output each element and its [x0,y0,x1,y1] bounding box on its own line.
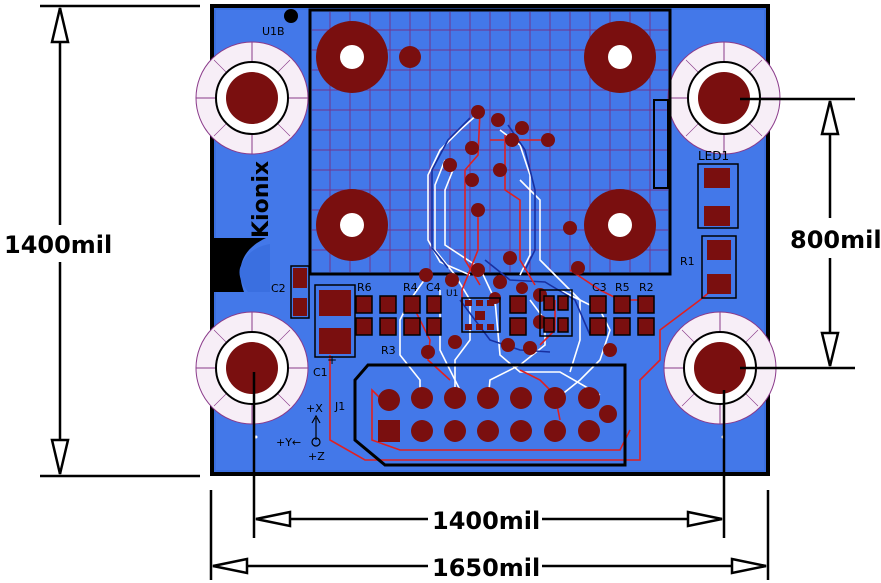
u1-right-pad-b [509,317,527,336]
logo-text: Kionix [249,161,274,238]
c1-plus-icon: + [327,353,337,367]
label-c1: C1 [313,366,328,379]
mounting-hole-top-left [195,41,309,155]
sensor-pad-b [557,295,569,311]
u1b-side-tab [653,99,669,189]
label-j1: J1 [334,400,345,413]
c1-pad-top [319,290,351,316]
label-r1: R1 [680,255,695,268]
r4-pad-b [403,317,421,336]
kionix-logo: Kionix [212,161,274,292]
dim-hole-pitch-vertical-label: 800mil [790,226,881,254]
label-u1b: U1B [262,25,285,38]
u1b-module [284,8,672,276]
dim-height-label: 1400mil [4,231,112,259]
axis-origin [311,414,321,447]
label-c3: C3 [592,281,607,294]
axis-y-label: +Y← [276,436,301,449]
mounting-hole-bottom-right [663,311,777,425]
mounting-hole-bottom-left [195,311,309,425]
u1-ic [461,297,501,333]
sensor-pad-c [543,317,555,333]
r3-pad-a [379,295,397,314]
kionix-swoosh-icon [212,238,266,292]
label-u1: U1 [446,289,458,299]
c2-pad-top [293,268,307,288]
c4-pad-a [426,295,442,314]
label-r2: R2 [639,281,654,294]
pin1-marker [284,9,298,23]
label-r4: R4 [403,281,418,294]
c2-outline [290,265,310,319]
led1-pad-a [704,168,730,188]
sensor-pad-d [557,317,569,333]
r2-pad-b [637,317,655,336]
axis-z-label: +Z [308,450,325,463]
r5-pad-a [613,295,631,314]
c1-outline [314,284,356,358]
r2-pad-a [637,295,655,314]
j1-pins [378,387,617,442]
label-led1: LED1 [698,149,729,163]
u1b-pads [316,21,656,261]
r6-pad-b [355,317,373,336]
sensor-pad-a [543,295,555,311]
u1b-outline [308,8,672,276]
silkscreen-labels: U1B LED1 R1 C2 R6 R4 C4 U1 C3 R5 R2 R3 C… [262,25,729,413]
led1-outline [697,163,739,229]
dim-hole-pitch-horizontal-label: 1400mil [432,507,540,535]
r3-pad-b [379,317,397,336]
r5-pad-b [613,317,631,336]
dim-width-label: 1650mil [432,554,540,582]
label-c4: C4 [426,281,441,294]
label-r5: R5 [615,281,630,294]
smd-components [290,163,739,358]
c1-pad-bottom [319,328,351,354]
vias [419,105,617,359]
sensor-outline [539,289,573,337]
r4-pad-a [403,295,421,314]
u1-right-pad-a [509,295,527,314]
r6-pad-a [355,295,373,314]
j1-connector [353,363,627,467]
led1-pad-b [704,206,730,226]
label-r6: R6 [357,281,372,294]
c4-pad-b [426,317,442,336]
r1-pad-a [707,240,731,260]
c2-pad-bottom [293,298,307,316]
dimension-lines [40,4,855,580]
j1-outline [353,363,627,467]
axis-x-label: +X [306,402,323,415]
c3-pad-a [589,295,607,314]
label-r3: R3 [381,344,396,357]
label-c2: C2 [271,282,286,295]
r1-pad-b [707,274,731,294]
c3-pad-b [589,317,607,336]
r1-outline [701,235,737,299]
